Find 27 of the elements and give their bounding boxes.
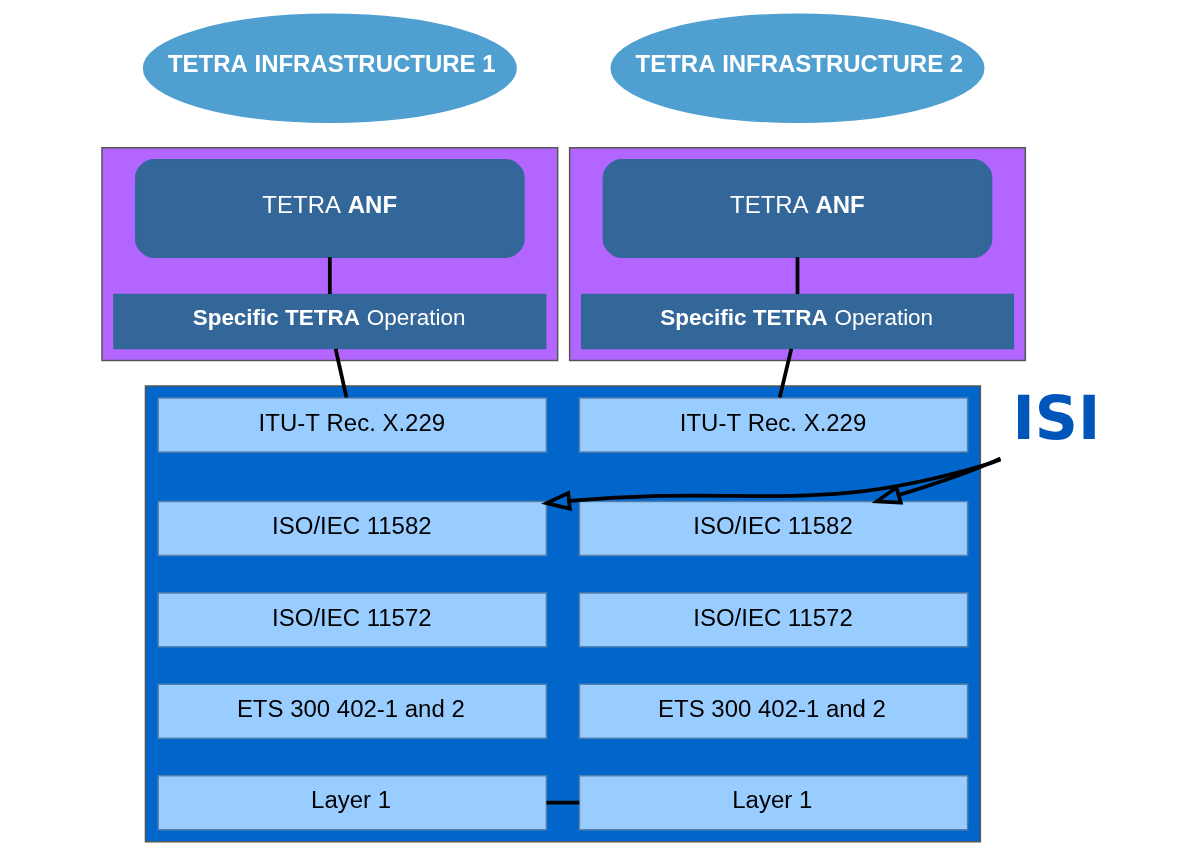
node-box: ISO/IEC 11572 [578, 592, 969, 648]
connector [333, 348, 349, 398]
node-box: ETS 300 402-1 and 2 [578, 683, 969, 740]
connector [795, 257, 800, 294]
node-box: TETRA ANF [134, 158, 525, 258]
node-box: Layer 1 [157, 775, 548, 831]
node-box: ISO/IEC 11582 [578, 500, 969, 557]
connector [546, 800, 580, 805]
arrow [871, 456, 1002, 505]
node-ellipse: TETRA INFRASTRUCTURE 2 [610, 13, 985, 123]
node-box: ETS 300 402-1 and 2 [157, 683, 548, 740]
node-ellipse: TETRA INFRASTRUCTURE 1 [142, 13, 517, 123]
cluster [101, 146, 559, 362]
node-box: ITU-T Rec. X.229 [157, 397, 548, 453]
arrow [541, 457, 1002, 512]
node-box: Specific TETRA Operation [580, 293, 1015, 350]
node-box: TETRA ANF [602, 158, 993, 258]
connector [777, 348, 794, 398]
connector [327, 257, 332, 294]
cluster [568, 146, 1027, 362]
node-box: ISO/IEC 11572 [157, 592, 548, 648]
node-box: ISO/IEC 11582 [157, 500, 548, 557]
node-box: Specific TETRA Operation [113, 293, 547, 350]
node-box: ITU-T Rec. X.229 [578, 397, 969, 453]
cluster [144, 385, 982, 843]
node-box: Layer 1 [578, 775, 969, 831]
node-text: ISI [1012, 382, 1101, 453]
